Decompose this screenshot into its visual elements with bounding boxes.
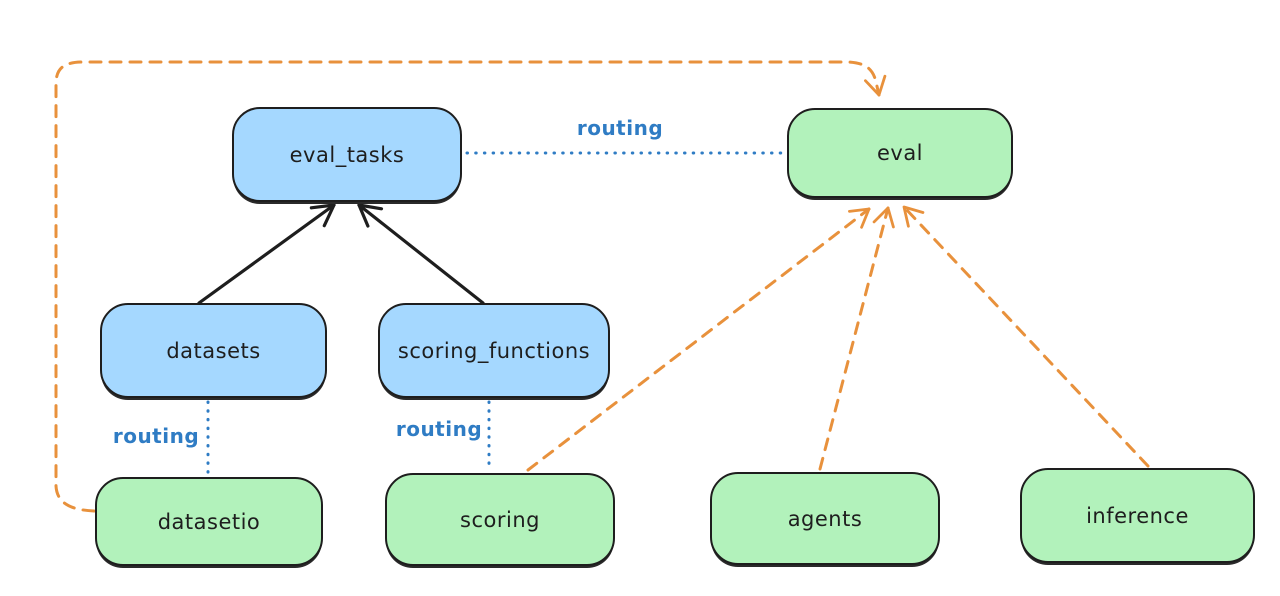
node-inference-label: inference <box>1086 503 1189 528</box>
node-eval-label: eval <box>876 141 924 165</box>
node-datasets-label: datasets <box>166 338 261 363</box>
routing-label-scoring-functions-scoring: routing <box>395 417 483 441</box>
node-datasetio-label: datasetio <box>157 509 261 534</box>
routing-label-datasets-datasetio: routing <box>112 424 200 448</box>
node-eval: eval <box>787 108 1013 198</box>
edge-scoring-functions-to-eval-tasks <box>357 203 485 305</box>
node-inference: inference <box>1020 468 1255 563</box>
node-eval-tasks-label: eval_tasks <box>289 142 405 167</box>
node-scoring-functions-label: scoring_functions <box>397 338 591 363</box>
edge-agents-to-eval <box>818 206 895 471</box>
node-agents-label: agents <box>787 506 863 531</box>
node-agents: agents <box>710 472 940 565</box>
node-scoring-label: scoring <box>460 507 540 532</box>
node-eval-tasks: eval_tasks <box>232 107 462 202</box>
node-scoring: scoring <box>385 473 615 566</box>
node-scoring-functions: scoring_functions <box>378 303 610 398</box>
edge-inference-to-eval <box>902 205 1150 468</box>
node-datasetio: datasetio <box>95 477 323 566</box>
edge-datasets-to-eval-tasks <box>197 203 336 305</box>
node-datasets: datasets <box>100 303 327 398</box>
routing-label-eval-tasks-eval: routing <box>576 116 664 140</box>
